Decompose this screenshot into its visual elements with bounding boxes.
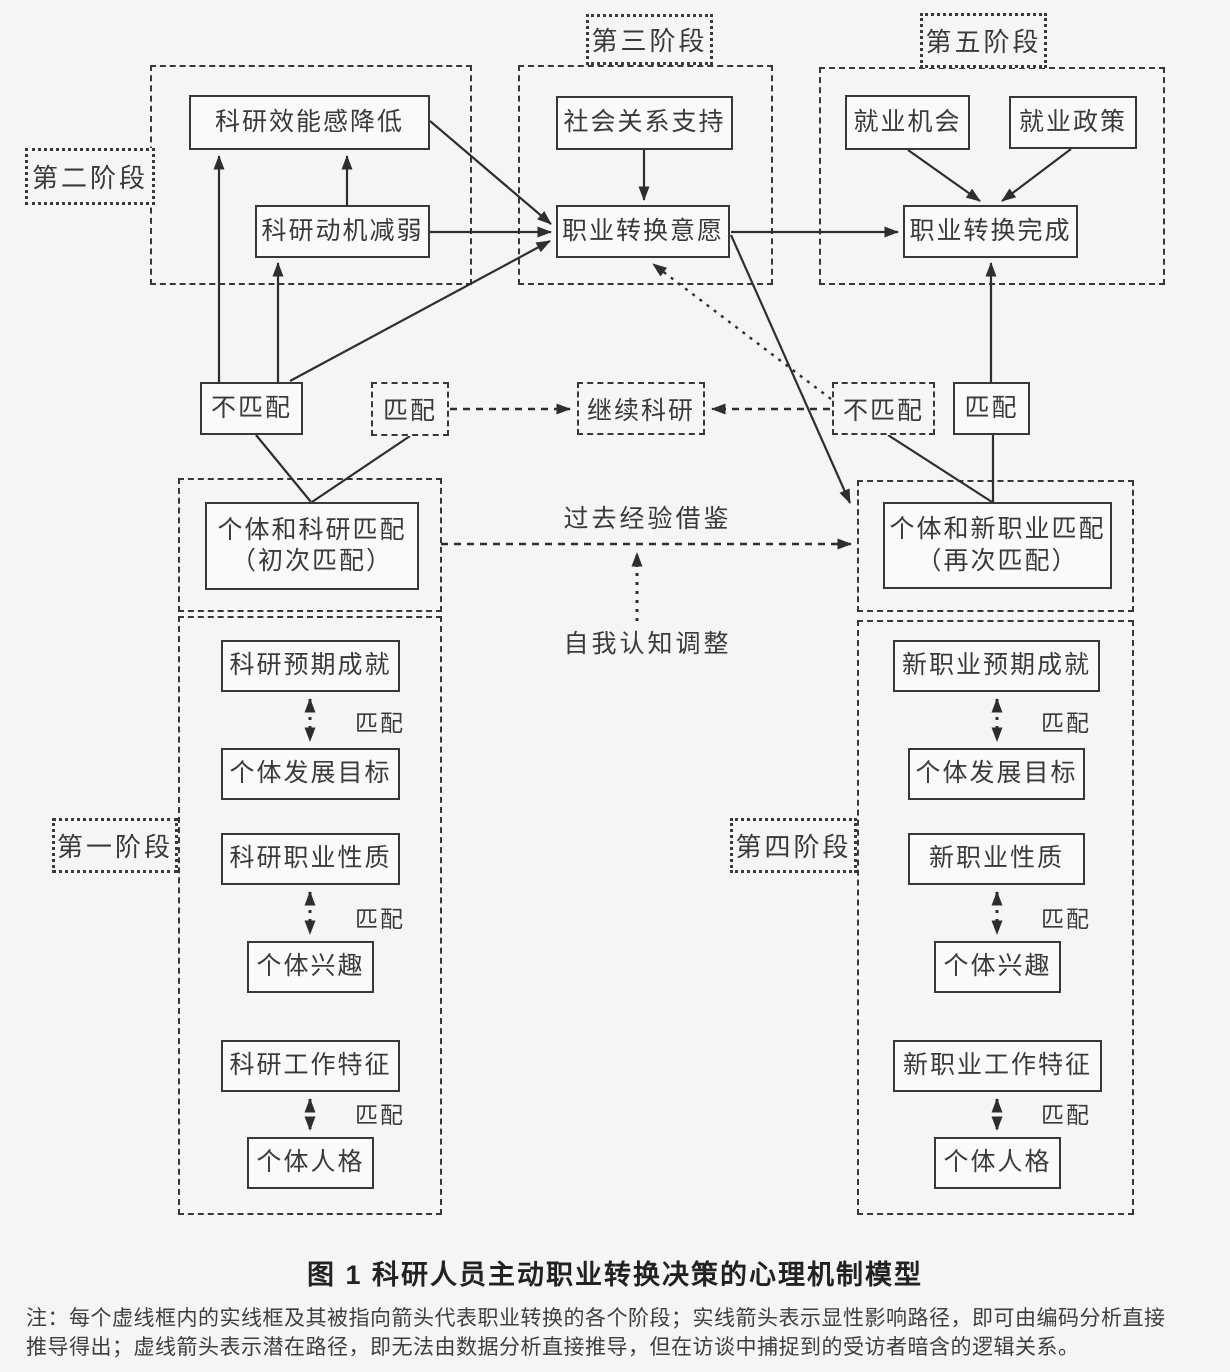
node-social-support: 社会关系支持 <box>556 96 733 150</box>
initial-fit-line1: 个体和科研匹配 <box>217 515 407 544</box>
node-job-policy: 就业政策 <box>1009 96 1137 149</box>
node-transition-complete: 职业转换完成 <box>903 205 1078 258</box>
label-match-right-2: 匹配 <box>1041 906 1091 932</box>
arrow-policy-to-complete <box>1001 148 1072 202</box>
node-personal-interest-right: 个体兴趣 <box>934 941 1061 993</box>
link-matchL-initialfit <box>311 435 411 503</box>
node-new-career-nature: 新职业性质 <box>908 833 1085 885</box>
node-mismatch-right: 不匹配 <box>832 382 935 435</box>
link-mismatchR-renewfit <box>887 434 993 503</box>
node-job-opportunity: 就业机会 <box>845 95 970 150</box>
renew-fit-line1: 个体和新职业匹配 <box>889 515 1106 544</box>
stage-label-2: 第二阶段 <box>25 148 155 205</box>
figure-caption: 图 1 科研人员主动职业转换决策的心理机制模型 <box>306 1260 924 1290</box>
arrow-intention-to-renewfit <box>729 234 852 504</box>
figure-note-line1: 注：每个虚线框内的实线框及其被指向箭头代表职业转换的各个阶段；实线箭头表示显性影… <box>26 1307 1166 1330</box>
node-new-job-traits: 新职业工作特征 <box>893 1040 1102 1092</box>
stage-label-5: 第五阶段 <box>920 13 1047 68</box>
renew-fit-line2: （再次匹配） <box>916 546 1079 575</box>
label-match-right-3: 匹配 <box>1041 1102 1091 1128</box>
label-match-left-2: 匹配 <box>355 906 405 932</box>
node-match-right: 匹配 <box>953 382 1030 435</box>
node-research-career-nature: 科研职业性质 <box>221 833 400 885</box>
node-personal-interest-left: 个体兴趣 <box>247 941 374 993</box>
node-personal-goal-left: 个体发展目标 <box>221 748 400 800</box>
node-renew-fit: 个体和新职业匹配 （再次匹配） <box>883 502 1112 589</box>
label-match-left-3: 匹配 <box>355 1102 405 1128</box>
label-match-right-1: 匹配 <box>1041 710 1091 736</box>
label-match-left-1: 匹配 <box>355 710 405 736</box>
node-initial-fit: 个体和科研匹配 （初次匹配） <box>205 502 419 590</box>
node-new-expected-achievement: 新职业预期成就 <box>893 640 1100 692</box>
stage4-container-box <box>857 620 1134 1215</box>
node-transition-intention: 职业转换意愿 <box>556 205 730 258</box>
stage-label-4: 第四阶段 <box>730 818 857 873</box>
node-personal-goal-right: 个体发展目标 <box>908 748 1085 800</box>
node-research-job-traits: 科研工作特征 <box>221 1040 400 1092</box>
arrow-opportunity-to-complete <box>907 149 981 202</box>
stage-label-3: 第三阶段 <box>586 14 713 65</box>
link-mismatchL-initialfit <box>255 434 312 503</box>
node-personality-right: 个体人格 <box>934 1137 1061 1189</box>
stage-label-1: 第一阶段 <box>52 818 178 873</box>
node-continue-research: 继续科研 <box>577 382 705 435</box>
arrow-efficacy-to-intention <box>429 120 552 225</box>
figure-note-line2: 推导得出；虚线箭头表示潜在路径，即无法由数据分析直接推导，但在访谈中捕捉到的受访… <box>26 1336 1080 1359</box>
node-research-expected-achievement: 科研预期成就 <box>221 640 400 692</box>
stage1-container-box <box>178 616 442 1215</box>
node-efficacy-decline: 科研效能感降低 <box>189 95 430 150</box>
node-match-left: 匹配 <box>371 382 449 436</box>
initial-fit-line2: （初次匹配） <box>230 547 393 575</box>
dotted-arrow-mismatchR-to-intention <box>652 263 832 400</box>
node-personality-left: 个体人格 <box>247 1137 374 1189</box>
renew-fit-container-box <box>857 480 1134 612</box>
node-motivation-weaken: 科研动机减弱 <box>255 205 430 258</box>
node-mismatch-left: 不匹配 <box>200 382 303 435</box>
stage3-container-box <box>518 65 773 285</box>
arrow-mismatchL-to-intention <box>289 240 551 382</box>
label-self-cognition: 自我认知调整 <box>563 630 732 658</box>
label-past-experience: 过去经验借鉴 <box>563 505 732 533</box>
